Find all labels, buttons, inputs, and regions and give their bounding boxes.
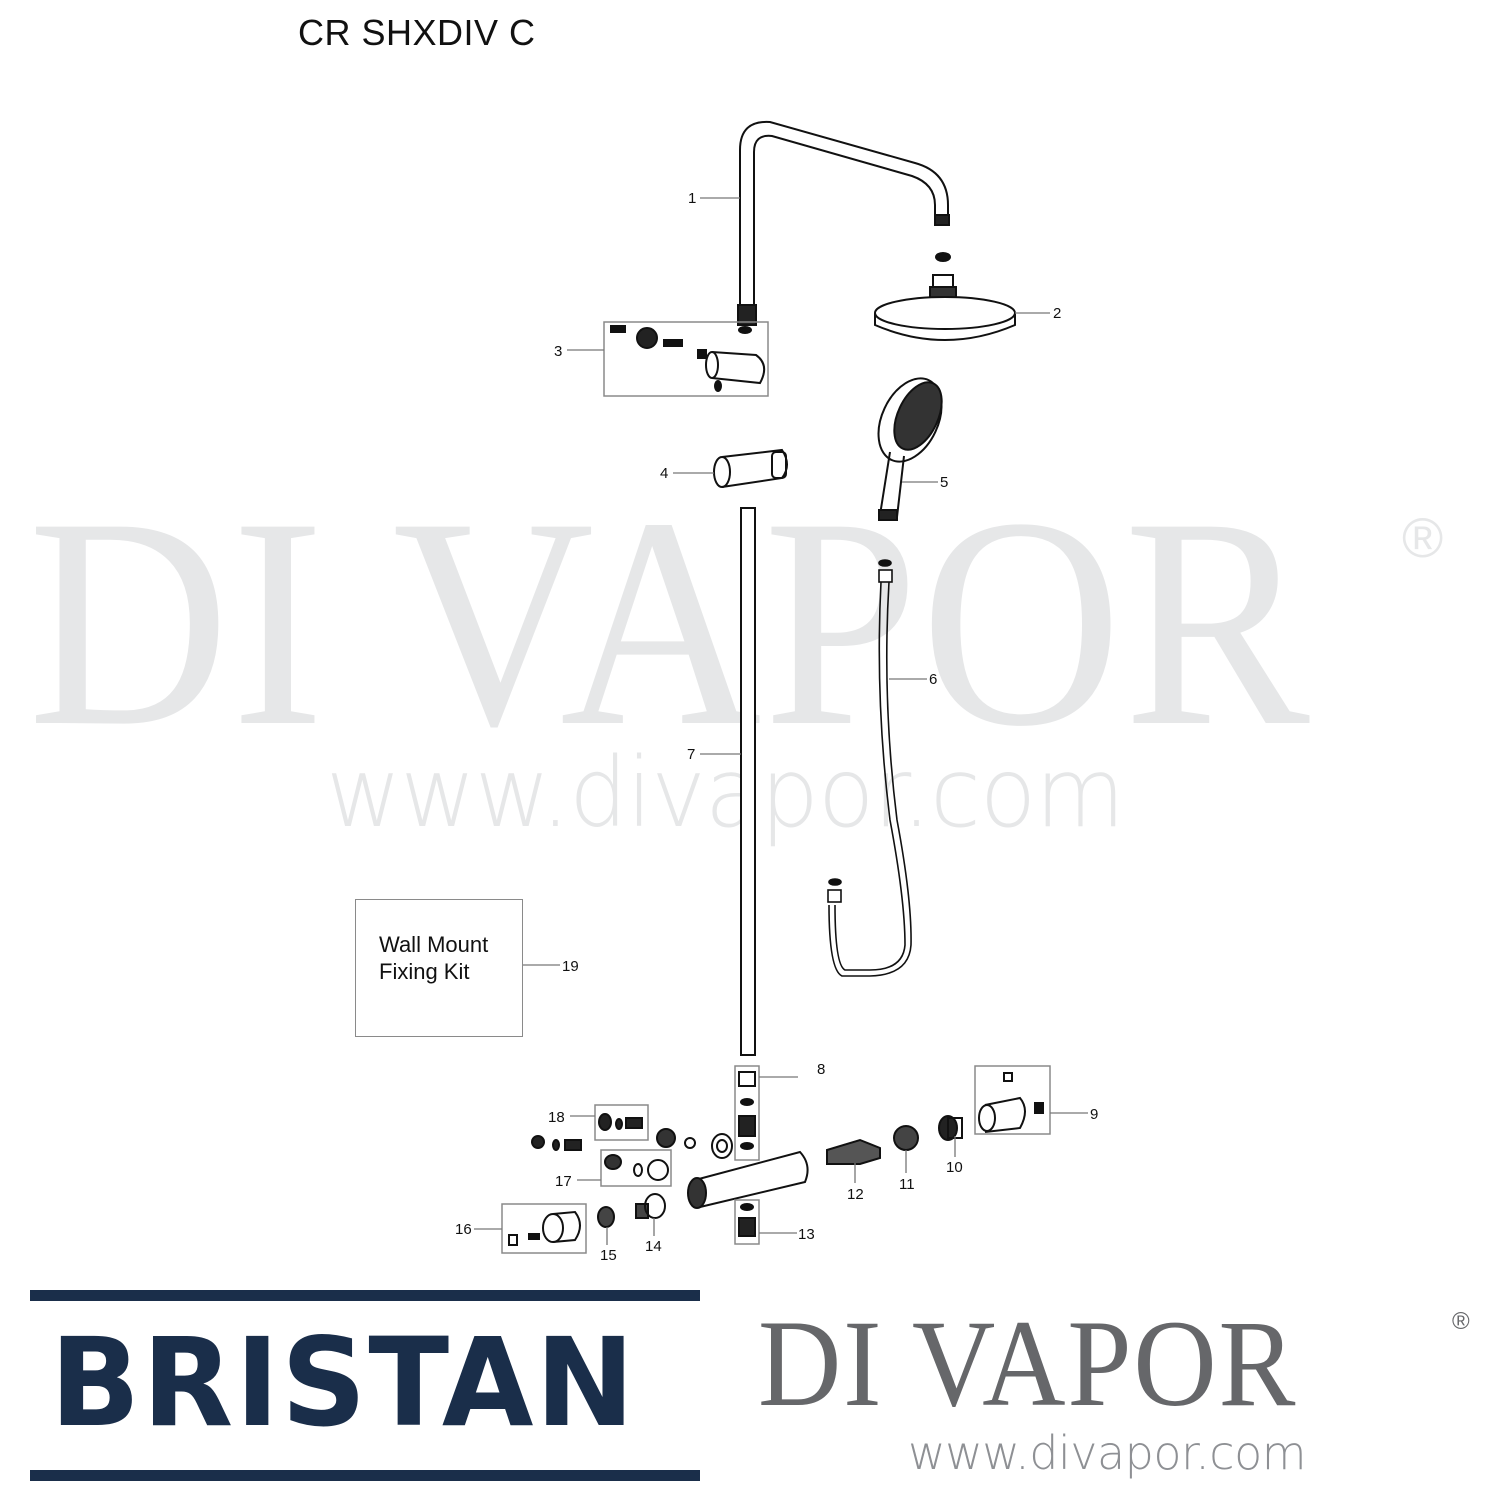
callout-13: 13 xyxy=(798,1226,815,1243)
part-18-kit xyxy=(594,1104,649,1141)
wall-mount-kit-box xyxy=(355,899,523,1037)
watermark-registered-mark: ® xyxy=(1402,506,1444,569)
callout-12: 12 xyxy=(847,1186,864,1203)
callout-14: 14 xyxy=(645,1238,662,1255)
callout-19: 19 xyxy=(562,958,579,975)
callout-16: 16 xyxy=(455,1221,472,1238)
callout-11: 11 xyxy=(899,1176,915,1193)
callout-1: 1 xyxy=(688,190,696,207)
part-15-nut xyxy=(597,1206,615,1228)
callout-9: 9 xyxy=(1090,1106,1098,1123)
valve-body xyxy=(687,1133,809,1209)
part-9-handle-kit xyxy=(974,1065,1051,1135)
kit-label-line2: Fixing Kit xyxy=(379,959,470,984)
part-1-shower-arm xyxy=(737,120,951,326)
part-16-handle-kit xyxy=(501,1203,587,1254)
divapor-logo: DI VAPOR xyxy=(758,1295,1298,1432)
part-6-hose xyxy=(827,559,912,977)
bristan-logo: BRISTAN xyxy=(50,1312,637,1454)
bristan-logo-bottom-bar xyxy=(30,1470,700,1481)
loose-parts xyxy=(531,1128,696,1151)
callout-6: 6 xyxy=(929,671,937,688)
part-2-shower-head xyxy=(874,274,1016,341)
part-8-connector-kit xyxy=(734,1065,760,1161)
callout-labels: 1 2 3 4 5 6 7 8 9 10 11 12 13 14 15 16 1… xyxy=(455,190,1098,1264)
exploded-parts-diagram: 1 2 3 4 5 6 7 8 9 10 11 12 13 14 15 16 1… xyxy=(455,120,1098,1264)
callout-15: 15 xyxy=(600,1247,617,1264)
watermark-brand: DI VAPOR xyxy=(28,456,1312,788)
part-4-slider xyxy=(713,448,788,488)
divapor-registered-mark: ® xyxy=(1452,1308,1470,1335)
kit-label-line1: Wall Mount xyxy=(379,932,489,957)
callout-7: 7 xyxy=(687,746,695,763)
bristan-logo-top-bar xyxy=(30,1290,700,1301)
callout-8: 8 xyxy=(817,1061,825,1078)
callout-10: 10 xyxy=(946,1159,963,1176)
part-5-handset xyxy=(877,377,943,521)
callout-2: 2 xyxy=(1053,305,1061,322)
part-3-bracket-kit xyxy=(603,321,769,397)
part-7-riser-rail xyxy=(740,507,756,1056)
wall-mount-kit-label: Wall Mount Fixing Kit xyxy=(379,931,488,985)
callout-18: 18 xyxy=(548,1109,565,1126)
callout-3: 3 xyxy=(554,343,562,360)
part-12-cartridge xyxy=(826,1138,881,1165)
part-11-nut xyxy=(893,1125,919,1151)
callout-17: 17 xyxy=(555,1173,572,1190)
page-title: CR SHXDIV C xyxy=(298,12,536,53)
part-10-adaptor xyxy=(938,1115,963,1141)
part-14-spindle xyxy=(635,1193,666,1219)
part-17-kit xyxy=(600,1149,672,1187)
callout-5: 5 xyxy=(940,474,948,491)
callout-4: 4 xyxy=(660,465,668,482)
watermark-url: www.divapor.com xyxy=(326,737,1125,849)
leader-lines xyxy=(474,197,1088,1245)
divapor-url: www.divapor.com xyxy=(908,1426,1307,1480)
part-13-outlet-kit xyxy=(734,1199,760,1245)
